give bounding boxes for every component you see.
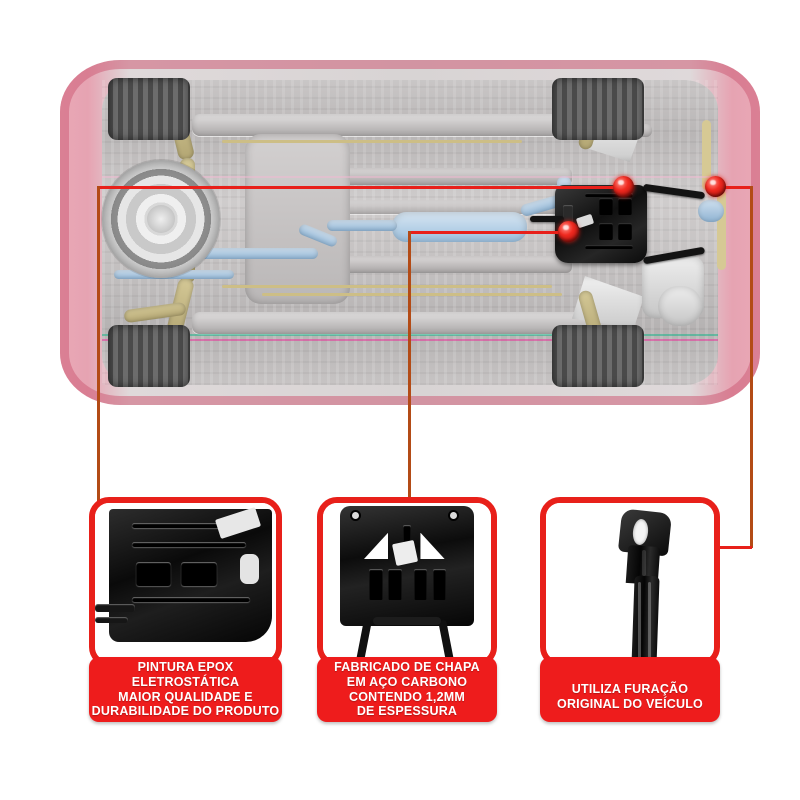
card3-caption-line-1: UTILIZA FURAÇÃO	[571, 681, 689, 696]
plate-cutout-left	[363, 532, 389, 559]
card2-caption-line-1: FABRICADO DE CHAPA	[334, 660, 480, 674]
card2-caption-line-4: DE ESPESSURA	[356, 704, 458, 719]
full-plate-body	[339, 506, 475, 627]
tire-front-left	[552, 78, 644, 140]
brake-line	[262, 293, 562, 296]
fuel-line-upper	[222, 140, 522, 143]
wire-right-vertical	[750, 186, 753, 548]
surface-slot-1	[135, 562, 172, 587]
plate-rib-2	[585, 245, 633, 249]
full-plate-slot-1	[369, 568, 383, 600]
chassis-rail-lower	[192, 312, 622, 334]
wire-top-vertical	[97, 186, 100, 548]
bracket-shaft	[631, 575, 661, 661]
full-plate-slot-4	[432, 568, 446, 600]
full-plate-slot-2	[388, 568, 402, 600]
plate-edge-flange	[95, 604, 135, 613]
plate-surface	[109, 507, 273, 643]
muffler	[392, 212, 527, 242]
chassis-rail-upper	[192, 114, 622, 136]
bracket-arm-left	[530, 216, 564, 222]
tire-rear-left	[108, 78, 190, 140]
feature-card-pintura[interactable]: PINTURA EPOX ELETROSTÁTICA MAIOR QUALIDA…	[89, 497, 282, 722]
full-plate-rear-lip	[373, 616, 441, 625]
full-plate-slot-3	[413, 568, 428, 600]
scan-artifact-3	[102, 176, 718, 178]
plate-rib-1	[585, 193, 633, 197]
plate-slot-2	[618, 198, 632, 215]
tire-front-right	[552, 325, 644, 387]
exhaust-pipe-rear	[198, 248, 318, 259]
card2-caption-line-3: CONTENDO 1,2MM	[348, 689, 465, 704]
card3-photo-frame	[540, 497, 720, 667]
front-coolant-pipe	[698, 200, 724, 222]
surface-rib-2	[132, 542, 247, 548]
full-plate-label-sticker	[391, 540, 418, 566]
plate-emboss-left	[563, 205, 573, 235]
card1-caption-line-1: PINTURA EPOX	[137, 660, 234, 674]
marker-dot-left[interactable]	[558, 221, 579, 242]
wire-mid-vertical	[408, 231, 411, 497]
card2-caption-line-2: EM AÇO CARBONO	[346, 674, 468, 689]
card1-photo-frame	[89, 497, 282, 667]
skid-plate-full-photo	[323, 503, 491, 661]
gearbox	[658, 286, 702, 326]
front-cooling-hose-b	[717, 190, 726, 270]
tire-rear-right	[108, 325, 190, 387]
plate-slot-4	[618, 223, 632, 240]
wire-right-horizontal	[715, 186, 753, 189]
surface-notch	[239, 554, 260, 584]
surface-label-sticker	[214, 507, 262, 540]
plate-mount-hole-left	[351, 512, 359, 520]
fuel-line-lower	[222, 285, 552, 288]
bracket-highlight-2	[648, 582, 652, 661]
feature-card-furacao[interactable]: UTILIZA FURAÇÃO ORIGINAL DO VEÍCULO	[540, 497, 720, 722]
card2-caption: FABRICADO DE CHAPA EM AÇO CARBONO CONTEN…	[317, 657, 497, 722]
bracket-highlight-3	[641, 550, 646, 576]
plate-edge-flange-2	[95, 616, 128, 623]
bracket-highlight-1	[638, 582, 642, 661]
surface-slot-2	[181, 562, 217, 587]
feature-card-chapa[interactable]: FABRICADO DE CHAPA EM AÇO CARBONO CONTEN…	[317, 497, 497, 722]
fuel-tank	[245, 134, 350, 304]
surface-rib-1	[132, 522, 247, 528]
card3-caption: UTILIZA FURAÇÃO ORIGINAL DO VEÍCULO	[540, 657, 720, 722]
skid-plate-surface-photo	[95, 503, 276, 661]
exhaust-pipe-mid	[327, 220, 397, 231]
card2-photo-frame	[317, 497, 497, 667]
card1-caption-line-3: MAIOR QUALIDADE E	[118, 689, 253, 704]
mounting-bracket-photo	[546, 503, 714, 661]
plate-mount-hole-right	[449, 512, 457, 520]
card1-caption-line-4: DURABILIDADE DO PRODUTO	[91, 704, 280, 719]
plate-label-sticker	[575, 213, 595, 229]
card1-caption: PINTURA EPOX ELETROSTÁTICA MAIOR QUALIDA…	[89, 657, 282, 722]
plate-slot-1	[599, 198, 613, 215]
surface-rib-3	[132, 596, 250, 602]
plate-slot-3	[599, 223, 613, 240]
front-cooling-hose-a	[702, 120, 711, 190]
wire-top-horizontal	[97, 186, 623, 189]
marker-dot-top[interactable]	[613, 176, 634, 197]
marker-dot-right[interactable]	[705, 176, 726, 197]
card1-caption-line-2: ELETROSTÁTICA	[131, 674, 240, 689]
card3-caption-line-2: ORIGINAL DO VEÍCULO	[557, 696, 703, 711]
plate-cutout-right	[420, 532, 445, 559]
spare-wheel	[102, 160, 220, 278]
wire-mid-horizontal	[408, 231, 568, 234]
